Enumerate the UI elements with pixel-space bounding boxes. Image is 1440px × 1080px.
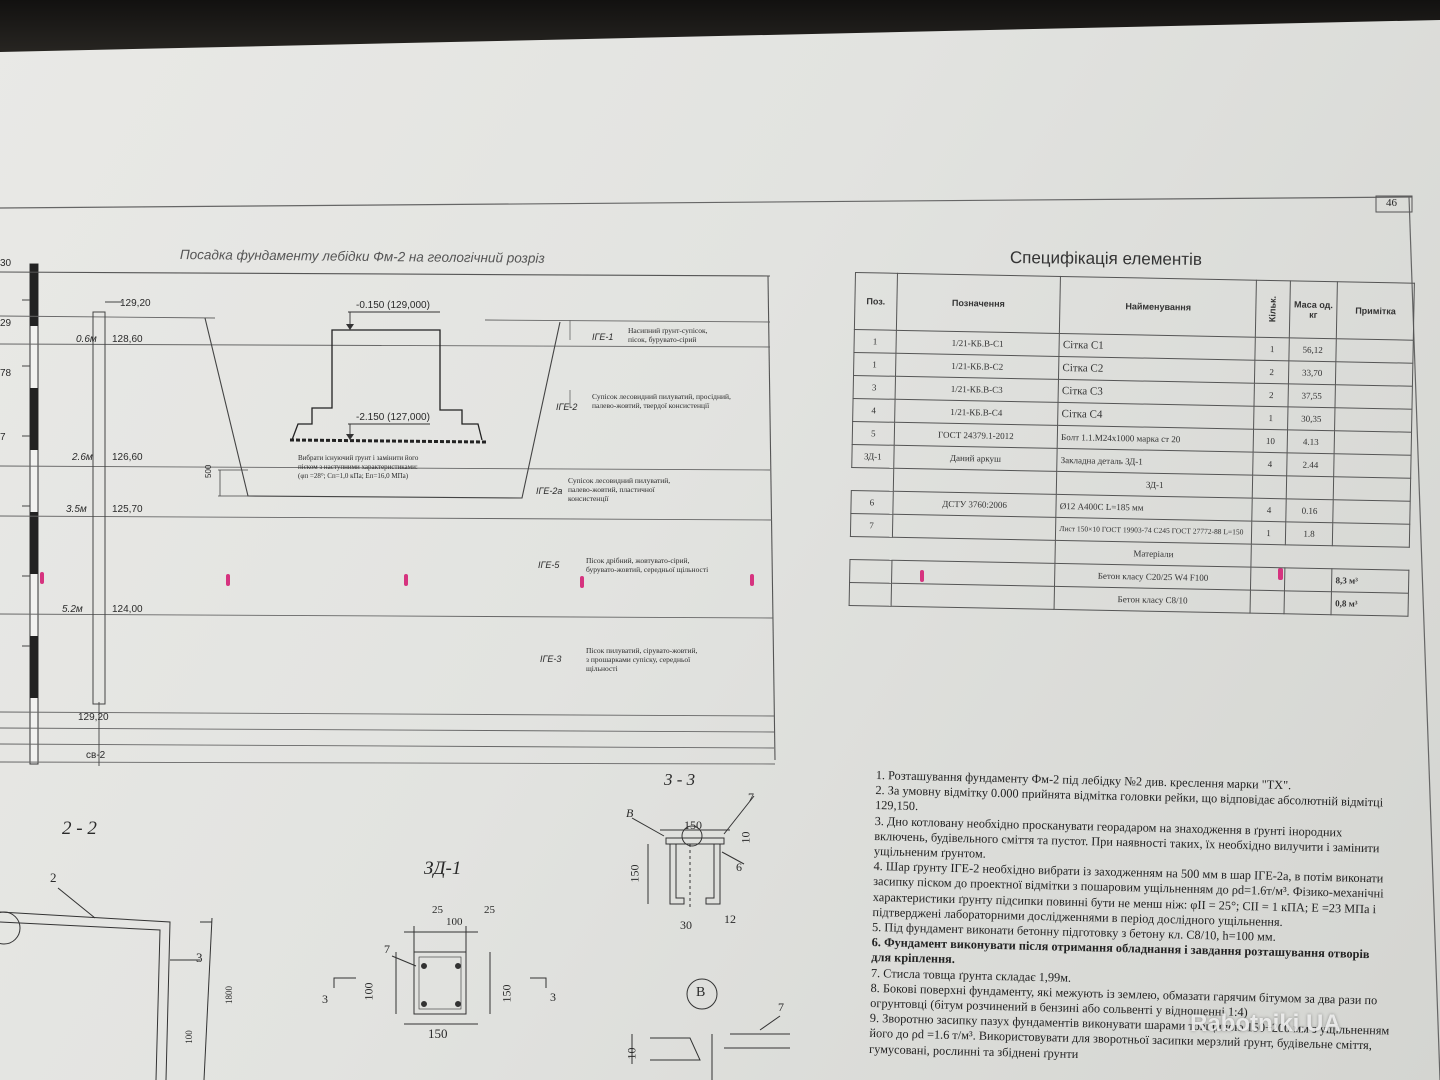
page-number: 46	[1386, 197, 1397, 209]
dimension: 25	[432, 904, 443, 916]
dimension: 30	[680, 918, 692, 932]
spec-header-cell: Примітка	[1336, 281, 1415, 341]
scale-ticks	[22, 299, 30, 647]
section-right-border	[767, 275, 776, 761]
top-mark-arrow	[346, 324, 354, 330]
borehole-name: св-2	[86, 750, 106, 761]
detail-zd1	[333, 926, 547, 1025]
dimension: 150	[499, 984, 514, 1003]
section-top-border	[0, 271, 771, 277]
foundation-top-mark: -0.150 (129,000)	[356, 300, 430, 311]
scale-label: 29	[0, 318, 12, 329]
dimension: 150	[627, 864, 642, 883]
dimension: 25	[484, 904, 495, 916]
spec-header-cell: Маса од. кг	[1288, 280, 1338, 339]
spec-header-row: Поз. Позначення Найменування Кільк. Маса…	[854, 272, 1415, 341]
fill-note: Вибрати існуючий ґрунт і замінити його п…	[298, 454, 419, 480]
layer-depth: 5.2м	[62, 604, 83, 615]
foundation-bottom-mark: -2.150 (127,000)	[356, 412, 430, 423]
spec-table: Поз. Позначення Найменування Кільк. Маса…	[849, 272, 1415, 617]
dimension: 150	[428, 1026, 448, 1041]
fill-dimension: 500	[204, 464, 213, 478]
layer-depth: 3.5м	[66, 504, 87, 515]
node-b-label: В	[696, 985, 706, 1000]
dimension: 100	[183, 1030, 194, 1044]
dimension: 100	[446, 916, 463, 928]
soil-code: ІГЕ-1	[592, 332, 614, 342]
borehole-top-elevation: 129,20	[120, 298, 151, 309]
dimension: 1800	[224, 986, 234, 1004]
soil-code: ІГЕ-2	[556, 402, 578, 412]
concrete-prep	[289, 438, 487, 444]
zd1-label: ЗД-1	[424, 858, 462, 879]
layer-boundaries	[0, 315, 776, 765]
dimension: 2	[50, 870, 57, 885]
dimension: 12	[724, 912, 736, 926]
dimension: 150	[684, 818, 702, 832]
soil-description: Супісок лесовидний пилуватий, просідний,…	[592, 392, 731, 410]
excavation-pit	[204, 317, 561, 499]
dimension: В	[626, 806, 634, 820]
soil-description: Супісок лесовидний пилуватий,палево-жовт…	[568, 476, 671, 503]
scale-bar-segment	[30, 512, 38, 574]
detail-2-2	[0, 887, 213, 1080]
scale-bar-segment	[30, 264, 38, 326]
soil-description: Пісок пилуватий, сірувато-жовтий,з проша…	[586, 646, 698, 673]
detail-node-b	[631, 978, 790, 1080]
spec-header-cell: Найменування	[1059, 276, 1257, 338]
scale-label: 30	[0, 258, 12, 269]
dimension: 3	[550, 990, 556, 1004]
layer-depth: 2.6м	[72, 452, 93, 463]
dimension: 7	[748, 790, 754, 804]
dimension: 10	[738, 831, 753, 844]
layer-elevation: 125,70	[112, 504, 143, 515]
dimension: 3	[196, 950, 203, 965]
frame-top-line	[0, 196, 1413, 209]
foundation-outline	[291, 329, 483, 441]
spec-header-cell: Кільк.	[1255, 280, 1291, 338]
borehole-column	[92, 311, 106, 705]
spec-header-cell: Позначення	[896, 273, 1061, 334]
dimension: 7	[384, 942, 390, 956]
layer-elevation: 126,60	[112, 452, 143, 463]
spec-title: Специфікація елементів	[1009, 248, 1203, 270]
borehole-bottom-elevation: 129,20	[78, 712, 109, 723]
frame-right-line	[1408, 196, 1440, 1080]
soil-description: Насипний ґрунт-супісок,пісок, бурувато-с…	[628, 326, 708, 344]
dimension: 10	[624, 1047, 639, 1060]
scale-bar-segment	[30, 636, 38, 698]
soil-description: Пісок дрібний, жовтувато-сірий,бурувато-…	[586, 556, 709, 574]
section-2-2-label: 2 - 2	[62, 818, 97, 839]
bottom-mark-arrow	[346, 434, 354, 440]
layer-elevation: 124,00	[112, 604, 143, 615]
dimension: 6	[736, 860, 742, 874]
soil-code: ІГЕ-3	[540, 654, 562, 664]
layer-depth: 0.6м	[76, 334, 97, 345]
spec-header-cell: Поз.	[854, 272, 898, 331]
watermark-logo: Rabotniki.UA	[1190, 1010, 1341, 1037]
scale-label: 7	[0, 432, 6, 443]
page-number-box	[1375, 195, 1413, 213]
section-3-3-label: 3 - 3	[664, 770, 696, 789]
detail-3-3	[631, 795, 755, 910]
dimension: 3	[322, 992, 328, 1006]
soil-code: ІГЕ-5	[538, 560, 560, 570]
dimension: 100	[361, 982, 376, 1001]
pink-marks	[40, 568, 1283, 588]
dimension: 7	[778, 1000, 784, 1014]
scale-bar-segment	[30, 388, 38, 450]
scale-label: 78	[0, 368, 12, 379]
soil-code: ІГЕ-2а	[536, 486, 563, 496]
layer-elevation: 128,60	[112, 334, 143, 345]
